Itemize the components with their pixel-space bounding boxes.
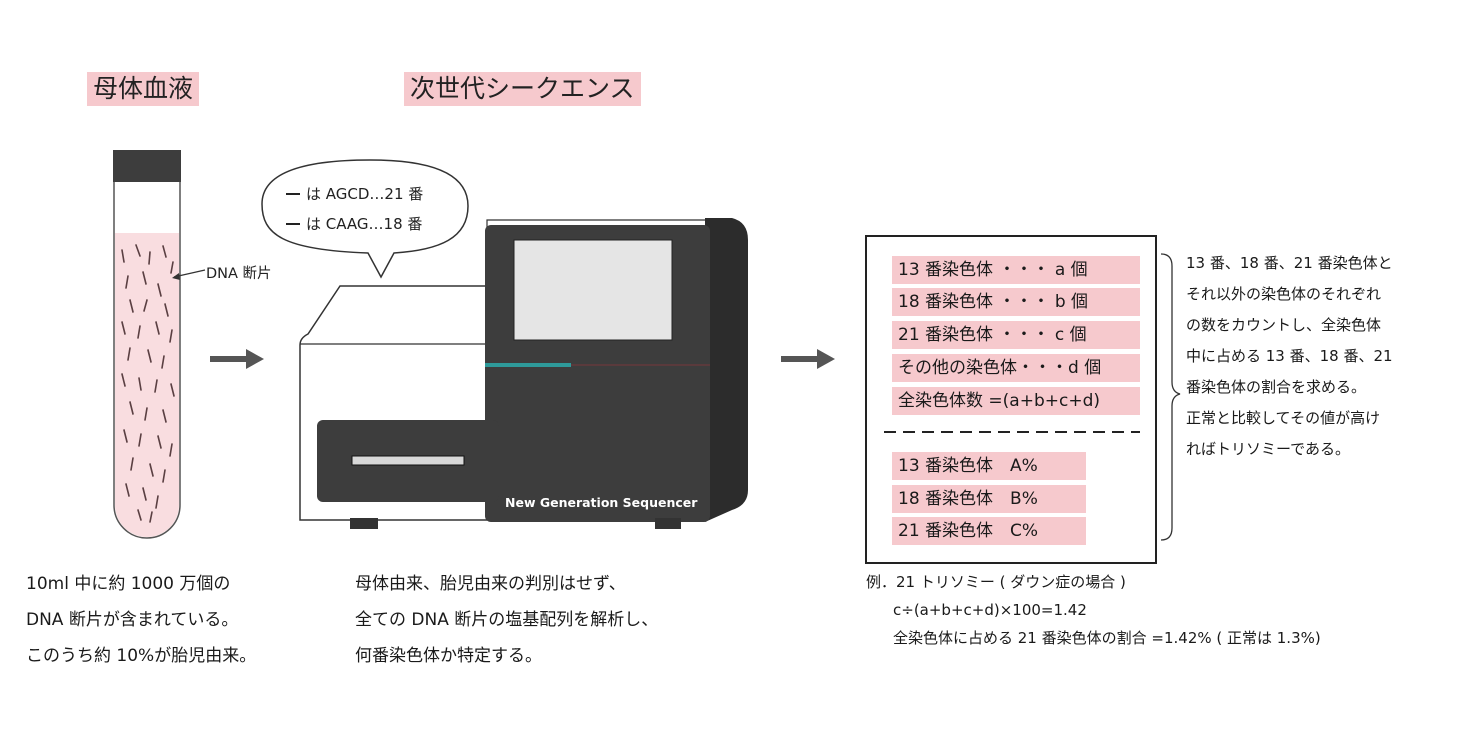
dna-fragment xyxy=(149,511,153,523)
dna-fragment xyxy=(149,463,154,477)
dna-fragment xyxy=(121,249,125,263)
dna-fragment xyxy=(123,429,128,443)
dna-fragment xyxy=(144,407,148,421)
blood-caption-line: DNA 断片が含まれている。 xyxy=(26,610,239,630)
example-formula: c÷(a+b+c+d)×100=1.42 xyxy=(893,601,1087,619)
dna-fragment xyxy=(161,355,165,369)
dna-fragment xyxy=(137,325,141,339)
percent-row-18: 18 番染色体 B% xyxy=(892,485,1086,513)
bubble-text-1: は AGCD…21 番 xyxy=(306,185,424,203)
count-row-total: 全染色体数 =(a+b+c+d) xyxy=(892,387,1140,415)
dna-fragment xyxy=(135,244,141,257)
count-row-21: 21 番染色体 ・・・ c 個 xyxy=(892,321,1140,349)
sequencing-title: 次世代シークエンス xyxy=(404,72,641,106)
dna-fragment xyxy=(125,483,130,497)
percent-row-21: 21 番染色体 C% xyxy=(892,517,1086,545)
blood-caption-line: 10ml 中に約 1000 万個の xyxy=(26,574,231,594)
blood-caption-line: このうち約 10%が胎児由来。 xyxy=(26,646,257,666)
dna-fragment xyxy=(169,443,173,457)
speech-bubble xyxy=(261,159,469,279)
note-line: の数をカウントし、全染色体 xyxy=(1186,316,1382,334)
bubble-text-2: は CAAG…18 番 xyxy=(306,215,423,233)
dna-fragment xyxy=(147,349,152,363)
dna-fragment xyxy=(170,261,174,274)
sequencer-screen xyxy=(513,239,673,341)
dna-fragment xyxy=(142,487,147,501)
dna-fragment xyxy=(138,377,142,391)
dna-fragment xyxy=(143,299,148,312)
dna-fragment xyxy=(125,275,129,289)
seq-caption-line: 全ての DNA 断片の塩基配列を解析し、 xyxy=(355,610,659,630)
dna-fragment xyxy=(129,401,134,415)
note-line: 番染色体の割合を求める。 xyxy=(1186,378,1367,396)
dna-fragment xyxy=(155,495,159,509)
arrow-2 xyxy=(781,349,835,369)
dna-fragment xyxy=(138,433,142,447)
note-line: 正常と比較してその値が高け xyxy=(1186,409,1381,427)
dna-fragment xyxy=(155,321,160,335)
note-line: 13 番、18 番、21 番染色体と xyxy=(1186,254,1393,272)
dna-fragment xyxy=(170,383,175,397)
arrow-1 xyxy=(210,349,264,369)
example-result: 全染色体に占める 21 番染色体の割合 =1.42% ( 正常は 1.3%) xyxy=(893,629,1321,647)
dna-fragment xyxy=(130,457,134,471)
sequencer-machine xyxy=(299,218,748,529)
test-tube xyxy=(113,150,181,539)
dna-fragments xyxy=(121,244,175,523)
bubble-line-2: は CAAG…18 番 xyxy=(286,213,422,234)
seq-caption-line: 何番染色体か特定する。 xyxy=(355,646,542,666)
dna-fragment xyxy=(127,347,131,361)
dna-fragment xyxy=(162,469,166,483)
fragment-dash-icon xyxy=(286,222,300,225)
fragment-dash-icon xyxy=(286,192,300,195)
dna-fragment-label: DNA 断片 xyxy=(206,266,272,282)
dna-fragment xyxy=(157,435,162,449)
dna-fragment xyxy=(137,509,142,521)
dna-fragment xyxy=(162,409,167,423)
bubble-line-1: は AGCD…21 番 xyxy=(286,183,423,204)
percent-row-13: 13 番染色体 A% xyxy=(892,452,1086,480)
explanation-note: 13 番、18 番、21 番染色体と それ以外の染色体のそれぞれ の数をカウント… xyxy=(1186,248,1393,465)
dna-fragment xyxy=(164,303,169,317)
fragment-pointer-arrowhead xyxy=(172,273,180,280)
dna-fragment xyxy=(148,251,151,265)
blood-title: 母体血液 xyxy=(87,72,200,106)
example-title: 例．21 トリソミー ( ダウン症の場合 ) xyxy=(866,573,1126,591)
dna-fragment xyxy=(169,329,173,343)
dna-fragment xyxy=(154,379,158,393)
dna-fragment xyxy=(129,299,134,313)
count-row-13: 13 番染色体 ・・・ a 個 xyxy=(892,256,1140,284)
count-row-other: その他の染色体・・・d 個 xyxy=(892,354,1140,382)
dna-fragment xyxy=(142,271,147,285)
sequencer-label: New Generation Sequencer xyxy=(505,495,698,510)
dna-fragment xyxy=(157,283,162,297)
tray-slot xyxy=(351,455,465,466)
dna-fragment xyxy=(121,321,126,335)
curly-brace xyxy=(1160,253,1181,541)
count-row-18: 18 番染色体 ・・・ b 個 xyxy=(892,288,1140,316)
sequencing-caption: 母体由来、胎児由来の判別はせず、 全ての DNA 断片の塩基配列を解析し、 何番… xyxy=(355,566,658,674)
note-line: それ以外の染色体のそれぞれ xyxy=(1186,285,1382,303)
dna-fragment xyxy=(162,245,167,258)
tube-cap xyxy=(113,150,181,182)
blood-caption: 10ml 中に約 1000 万個の DNA 断片が含まれている。 このうち約 1… xyxy=(26,566,256,674)
dna-fragment xyxy=(121,373,126,387)
seq-caption-line: 母体由来、胎児由来の判別はせず、 xyxy=(355,574,626,594)
accent-stripe xyxy=(485,363,571,367)
note-line: 中に占める 13 番、18 番、21 xyxy=(1186,347,1393,365)
blood-sample xyxy=(115,233,179,537)
note-line: ればトリソミーである。 xyxy=(1186,440,1350,458)
